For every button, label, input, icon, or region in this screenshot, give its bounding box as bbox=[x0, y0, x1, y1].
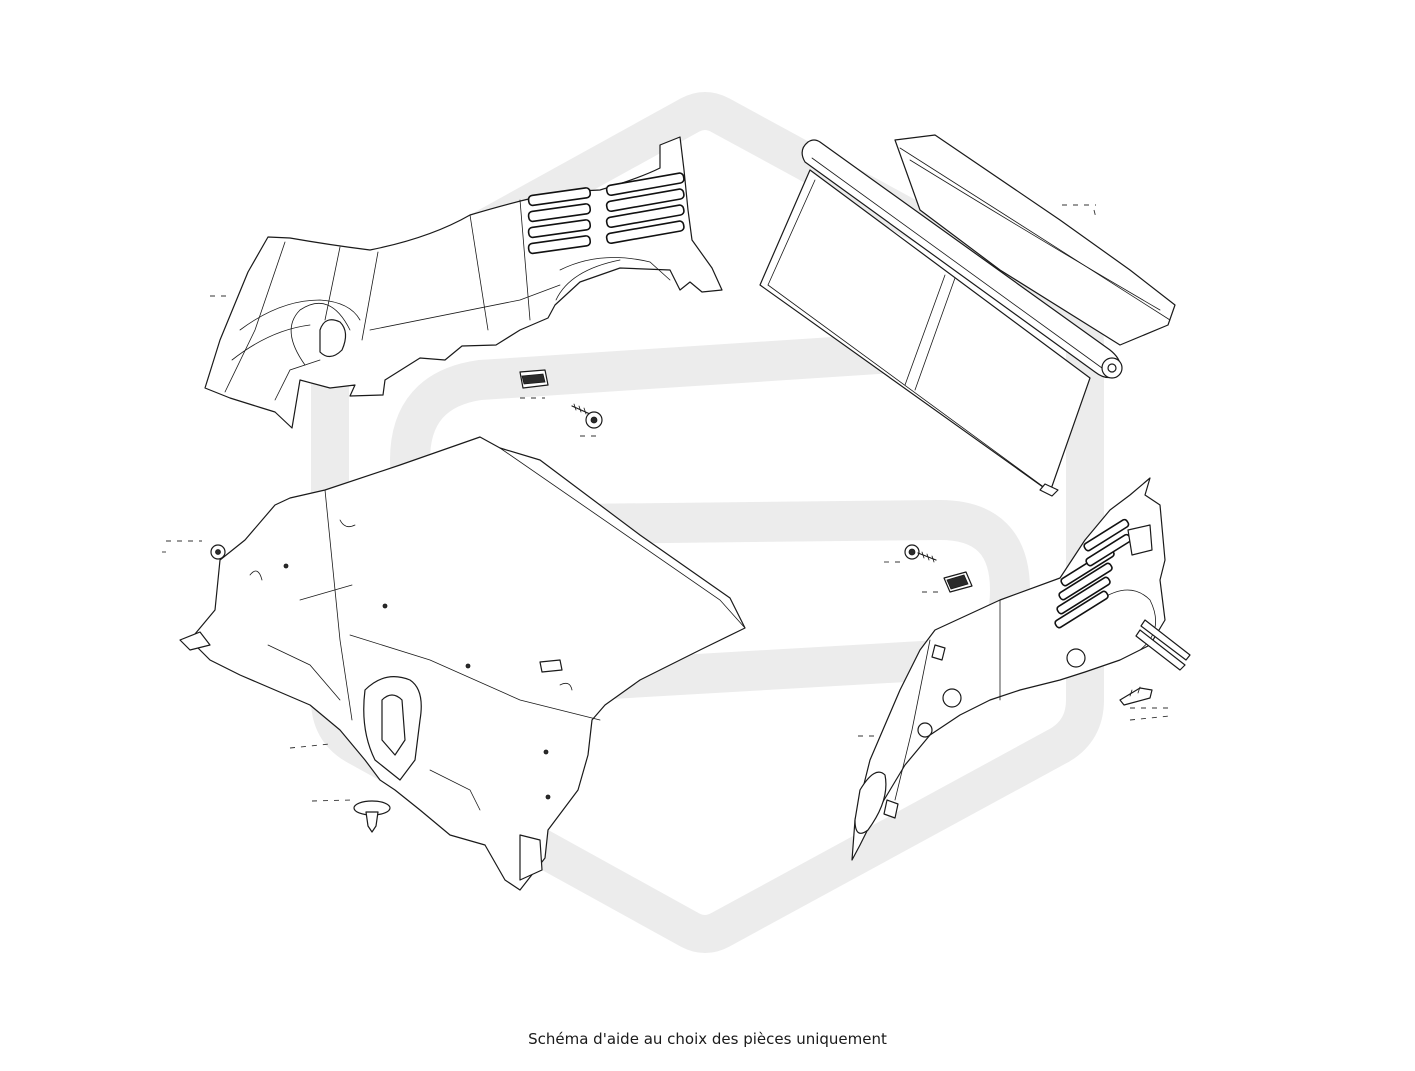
washer-nut-icon bbox=[210, 544, 226, 560]
screw-icon bbox=[904, 544, 937, 563]
diagram-caption: Schéma d'aide au choix des pièces unique… bbox=[528, 1030, 887, 1048]
left-side-trim-panel-icon bbox=[204, 136, 723, 429]
right-side-trim-panel-icon bbox=[851, 477, 1191, 861]
push-rivet-icon bbox=[353, 800, 391, 833]
clip-fastener-icon bbox=[519, 369, 549, 389]
screw-icon bbox=[571, 403, 603, 429]
right-panel-vent-grill-icon bbox=[1054, 518, 1132, 629]
clip-fastener-icon bbox=[1119, 686, 1153, 706]
callout-leader-lines bbox=[162, 204, 1172, 802]
clip-fastener-icon bbox=[943, 571, 973, 593]
left-panel-vent-grill-icon bbox=[527, 172, 685, 255]
luggage-cover-roller-blind-icon bbox=[759, 134, 1176, 497]
rear-parcel-shelf-floor-panel-icon bbox=[179, 436, 746, 891]
